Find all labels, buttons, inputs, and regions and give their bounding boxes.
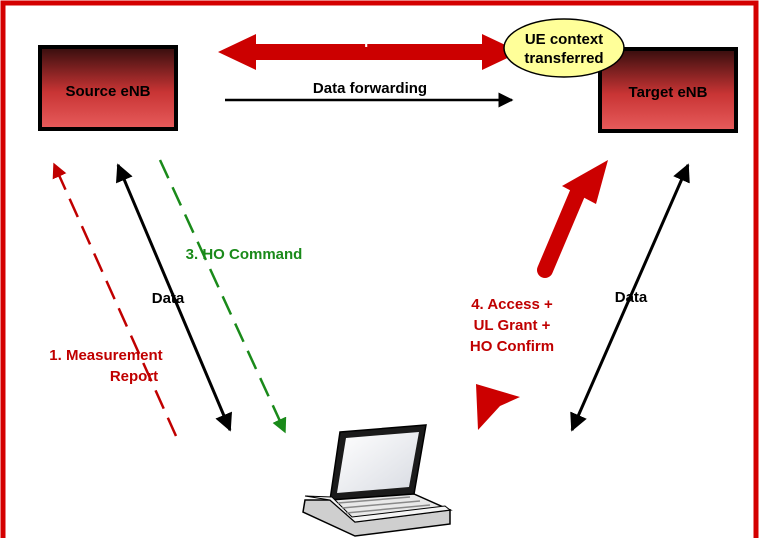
access-label-line1: 4. Access + bbox=[471, 296, 553, 313]
measurement-report-label-line2: Report bbox=[110, 368, 158, 385]
data-forwarding-arrow: Data forwarding bbox=[225, 80, 514, 108]
target-enb-node: Target eNB bbox=[598, 47, 738, 133]
measurement-report-label-line1: 1. Measurement bbox=[49, 347, 162, 364]
data-label-left: Data bbox=[152, 290, 185, 307]
source-enb-label: Source eNB bbox=[65, 83, 150, 100]
ue-context-bubble: UE context transferred bbox=[503, 18, 625, 78]
ho-command-label: 3. HO Command bbox=[186, 246, 303, 263]
ho-preparation-arrow: 2. HO Preparation bbox=[218, 31, 520, 70]
data-arrow-left bbox=[116, 163, 232, 432]
ue-context-line2: transferred bbox=[524, 50, 603, 67]
target-enb-label: Target eNB bbox=[629, 84, 708, 101]
data-forwarding-label: Data forwarding bbox=[313, 80, 427, 97]
laptop-icon bbox=[302, 424, 453, 537]
ue-context-line1: UE context bbox=[525, 31, 603, 48]
access-label-line2: UL Grant + bbox=[474, 317, 551, 334]
access-label-line3: HO Confirm bbox=[470, 338, 554, 355]
source-enb-node: Source eNB bbox=[38, 45, 178, 131]
ho-preparation-label: 2. HO Preparation bbox=[297, 31, 424, 48]
data-arrow-right bbox=[570, 163, 690, 432]
data-label-right: Data bbox=[615, 289, 648, 306]
ho-command-arrow bbox=[158, 159, 287, 434]
